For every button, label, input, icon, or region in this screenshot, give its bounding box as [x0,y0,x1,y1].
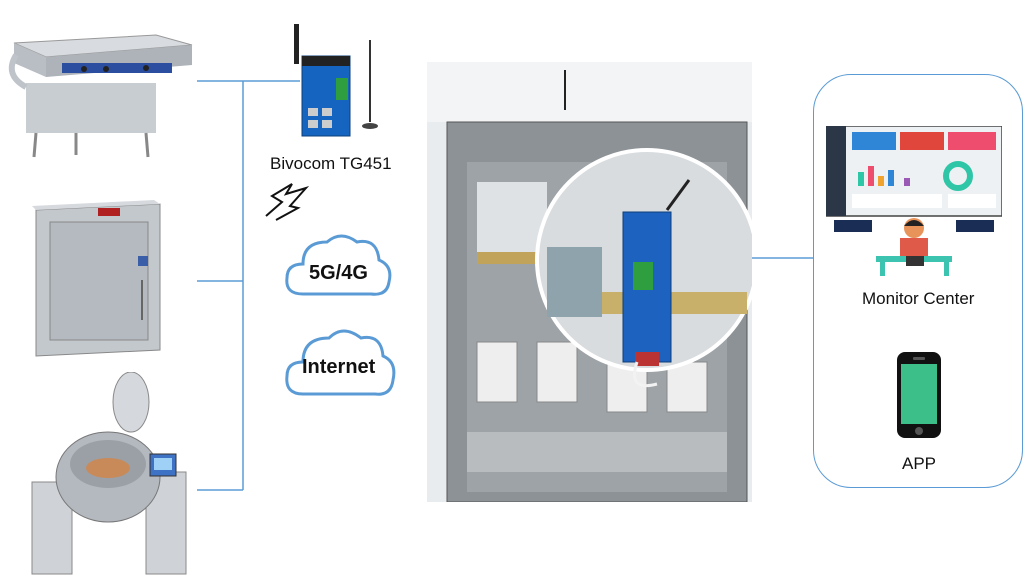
oven-cabinet-image [32,200,161,357]
tilting-kettle-image [31,372,187,575]
lightning-icon [265,183,310,221]
cloud-internet-label: Internet [302,356,376,378]
cloud-5g-label: 5G/4G [309,262,368,284]
dashboard-screen-illustration [826,126,1002,276]
control-cabinet-photo [427,62,752,502]
router-device-image [294,24,378,137]
app-label: APP [902,454,937,473]
cloud-internet-icon [285,329,396,396]
smartphone-icon [897,352,941,438]
braising-pan-image [8,34,193,158]
cloud-5g-icon [285,234,392,296]
router-label: Bivocom TG451 [270,154,392,173]
monitor-center-label: Monitor Center [862,289,975,308]
